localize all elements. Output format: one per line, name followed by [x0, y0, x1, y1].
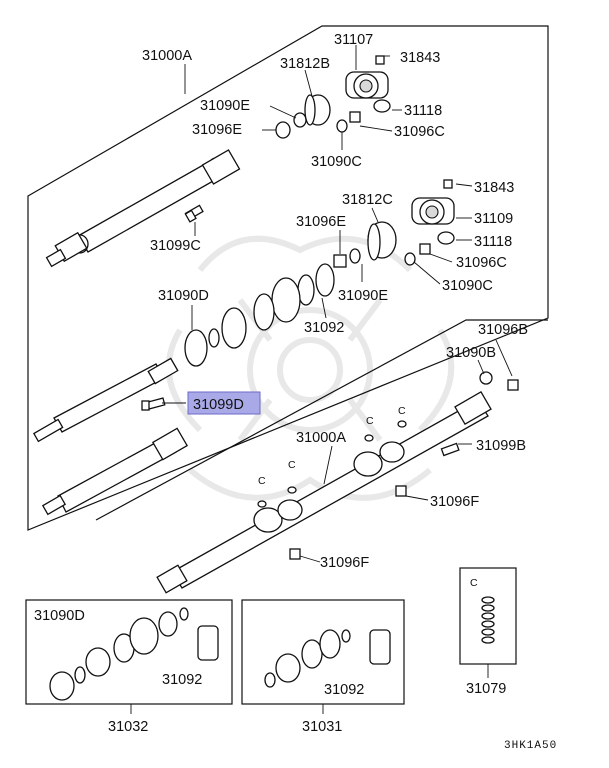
label-31000a-lower: 31000A [296, 430, 346, 446]
label-31118-b: 31118 [474, 234, 512, 250]
c-marked-washers [257, 420, 407, 508]
label-31099b: 31099B [476, 438, 526, 454]
kit-31079-marker: C [470, 577, 478, 589]
kit-31032-label-31090d: 31090D [34, 608, 85, 624]
kit-31032-label-31092: 31092 [162, 672, 202, 688]
label-31812b: 31812B [280, 56, 330, 72]
c-marker-1: C [366, 415, 374, 427]
flex-coupling-stack [184, 263, 335, 367]
leader-lines [130, 45, 513, 714]
c-marker-2: C [398, 405, 406, 417]
upper-front-shaft [45, 149, 241, 268]
label-31090c-a: 31090C [311, 154, 362, 170]
label-31000a-top: 31000A [142, 48, 192, 64]
c-marker-3: C [288, 459, 296, 471]
label-31099c: 31099C [150, 238, 201, 254]
label-31096c-b: 31096C [456, 255, 507, 271]
highlight-31099d [187, 391, 261, 415]
kit-31031-label-31092: 31092 [324, 682, 364, 698]
label-31090d-a: 31090D [158, 288, 209, 304]
rear-propeller-shaft [156, 371, 519, 594]
diagram-code: 3HK1A50 [504, 740, 557, 752]
label-31099d: 31099D [193, 397, 244, 413]
label-31096c-a: 31096C [394, 124, 445, 140]
kit-31031-box [241, 599, 405, 705]
center-bearing-upper [275, 55, 391, 139]
label-31843-a: 31843 [400, 50, 440, 66]
kit-31079-part-number: 31079 [466, 681, 506, 697]
label-31090c-b: 31090C [442, 278, 493, 294]
label-31090e-a: 31090E [200, 98, 250, 114]
label-31107: 31107 [334, 32, 373, 48]
bolt-31099c [184, 204, 204, 223]
c-marker-4: C [258, 475, 266, 487]
label-31096b: 31096B [478, 322, 528, 338]
lower-front-shaft [41, 427, 189, 516]
label-31096f-a: 31096F [430, 494, 479, 510]
center-bearing-lower [333, 179, 455, 268]
label-31843-b: 31843 [474, 180, 514, 196]
kit-31031-part-number: 31031 [302, 719, 342, 735]
bolt-31099d [141, 397, 166, 411]
watermark-emblem [165, 235, 455, 501]
label-31096e-b: 31096E [296, 214, 346, 230]
kit-31032-box [25, 599, 233, 705]
kit-31079-box [459, 567, 517, 665]
main-assembly-outline [27, 25, 549, 531]
label-31092-a: 31092 [304, 320, 344, 336]
label-31812c: 31812C [342, 192, 393, 208]
label-31109: 31109 [474, 211, 513, 227]
label-31096f-b: 31096F [320, 555, 369, 571]
label-31090b: 31090B [446, 345, 496, 361]
kit-31032-part-number: 31032 [108, 719, 148, 735]
label-31090e-b: 31090E [338, 288, 388, 304]
lower-assembly-outline [95, 319, 548, 521]
label-31096e-a: 31096E [192, 122, 242, 138]
label-31118-a: 31118 [404, 103, 442, 119]
spline-shaft [32, 357, 179, 443]
